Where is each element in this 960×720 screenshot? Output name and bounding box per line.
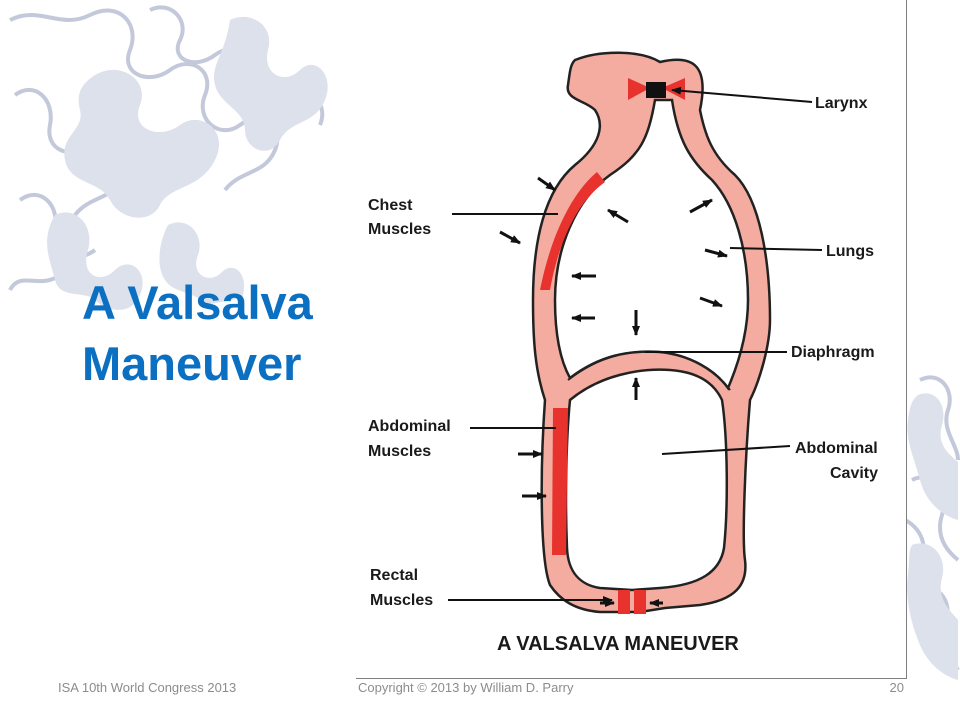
- valsalva-diagram-drawing: Larynx Chest Muscles Lungs Diaphragm Abd…: [368, 51, 878, 655]
- label-larynx: Larynx: [815, 95, 868, 112]
- abdominal-muscle: [552, 408, 568, 555]
- label-abdominal-muscles-2: Muscles: [368, 443, 431, 460]
- footer-conference: ISA 10th World Congress 2013: [58, 680, 237, 695]
- slide-title-line-2: Maneuver: [82, 337, 302, 390]
- lung-cavity: [553, 98, 750, 391]
- rectal-muscle: [618, 590, 646, 614]
- label-abdominal-cavity-2: Cavity: [830, 465, 878, 482]
- label-rectal-1: Rectal: [370, 567, 418, 584]
- label-chest-2: Muscles: [368, 221, 431, 238]
- chest-muscle: [540, 172, 605, 290]
- label-chest-1: Chest: [368, 197, 413, 214]
- abdominal-cavity: [564, 368, 729, 592]
- slide-title: A Valsalva Maneuver: [82, 272, 313, 394]
- label-abdominal-cavity-1: Abdominal: [795, 440, 878, 457]
- label-diaphragm: Diaphragm: [791, 344, 875, 361]
- leader-lines: [448, 86, 823, 604]
- label-lungs: Lungs: [826, 243, 874, 260]
- slide-title-line-1: A Valsalva: [82, 276, 313, 329]
- label-abdominal-muscles-1: Abdominal: [368, 418, 451, 435]
- pressure-arrows: [499, 176, 728, 607]
- footer-copyright: Copyright © 2013 by William D. Parry: [358, 680, 574, 695]
- figure-caption: A VALSALVA MANEUVER: [497, 633, 739, 655]
- footer-page-number: 20: [889, 680, 904, 695]
- label-rectal-2: Muscles: [370, 592, 433, 609]
- larynx-closure: [646, 82, 666, 98]
- valsalva-diagram: Larynx Chest Muscles Lungs Diaphragm Abd…: [356, 0, 907, 679]
